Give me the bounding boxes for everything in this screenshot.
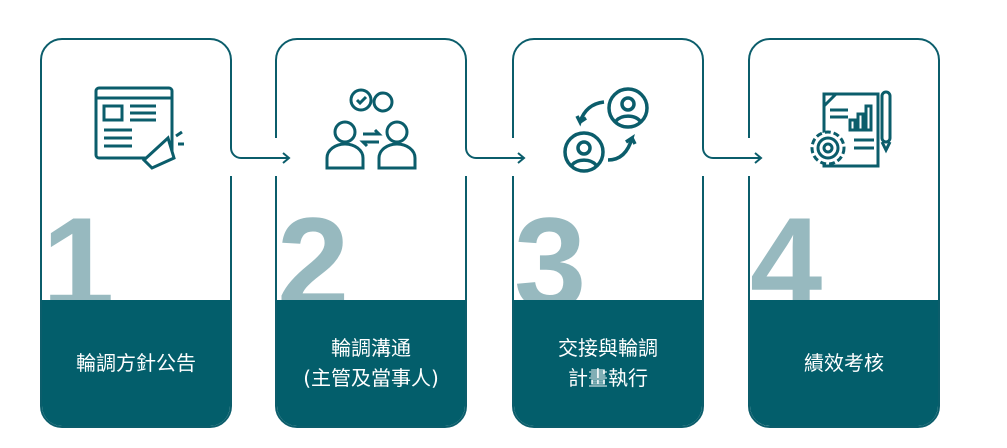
step-label: 交接與輪調 計畫執行	[558, 336, 658, 390]
arrow-1-to-2	[230, 138, 291, 164]
step-label: 績效考核	[804, 351, 884, 375]
step-label-panel: 交接與輪調 計畫執行	[514, 300, 702, 426]
step-card-3: 3 交接與輪調 計畫執行	[512, 38, 704, 428]
step-label-panel: 輪調方針公告	[42, 300, 230, 426]
person-exchange-icon	[563, 87, 649, 173]
arrow-2-to-3	[465, 138, 526, 164]
step-card-1: 1 輪調方針公告	[40, 38, 232, 428]
step-card-2: 2 輪調溝通 (主管及當事人)	[275, 38, 467, 428]
people-communication-icon	[325, 88, 417, 170]
step-label-panel: 輪調溝通 (主管及當事人)	[277, 300, 465, 426]
step-label-panel: 績效考核	[750, 300, 938, 426]
step-label: 輪調溝通 (主管及當事人)	[303, 336, 439, 390]
step-card-4: 4 績效考核	[748, 38, 940, 428]
step-label: 輪調方針公告	[76, 351, 196, 375]
arrow-3-to-4	[702, 138, 763, 164]
announcement-megaphone-icon	[94, 86, 184, 170]
report-gear-icon	[810, 90, 892, 168]
